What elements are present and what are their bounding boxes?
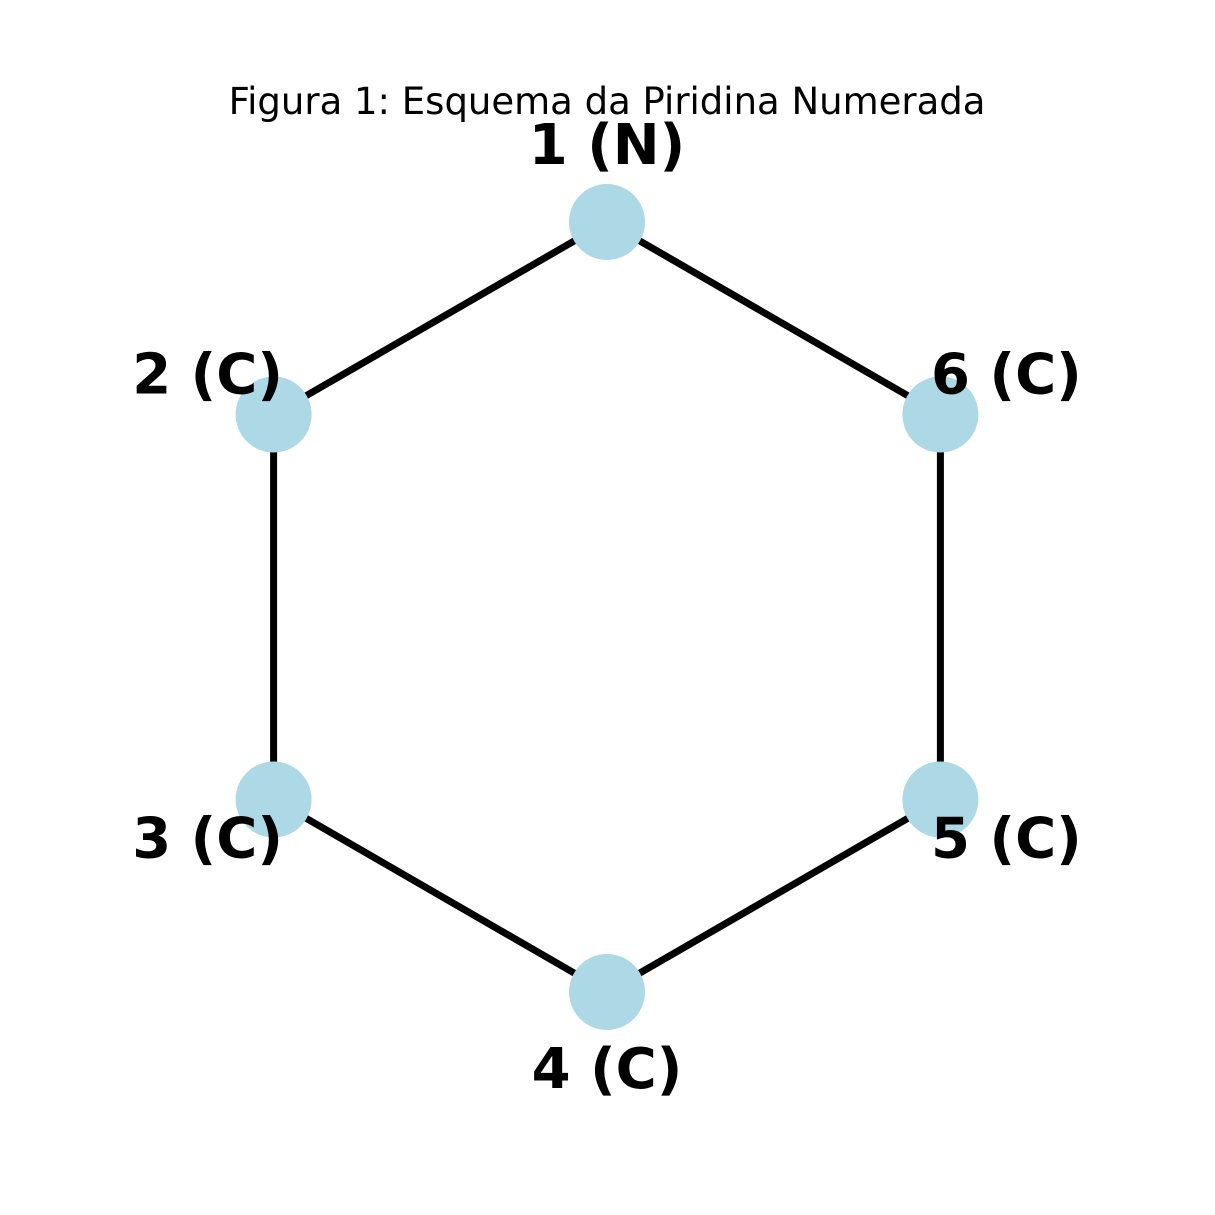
figure-title: Figura 1: Esquema da Piridina Numerada — [229, 80, 986, 123]
atom-label-4: 4 (C) — [532, 1037, 683, 1102]
bond-6-1 — [605, 218, 943, 418]
bonds-layer — [270, 218, 944, 996]
atom-label-5: 5 (C) — [931, 807, 1082, 872]
bond-3-4 — [271, 796, 609, 996]
atom-labels-layer: 1 (N) 2 (C) 3 (C) 4 (C) 5 (C) 6 (C) — [132, 113, 1082, 1102]
atom-label-6: 6 (C) — [931, 343, 1082, 408]
atom-node-4 — [569, 954, 645, 1030]
atom-node-3 — [235, 761, 312, 838]
atom-node-5 — [902, 761, 979, 838]
atom-label-3: 3 (C) — [132, 807, 283, 872]
atom-node-2 — [235, 376, 312, 453]
atom-node-1 — [569, 184, 645, 260]
bond-1-2 — [271, 218, 609, 418]
atom-node-6 — [902, 376, 979, 453]
atom-label-1: 1 (N) — [529, 113, 686, 178]
atom-label-2: 2 (C) — [132, 343, 283, 408]
atoms-layer — [235, 184, 979, 1030]
bond-4-5 — [605, 796, 943, 996]
